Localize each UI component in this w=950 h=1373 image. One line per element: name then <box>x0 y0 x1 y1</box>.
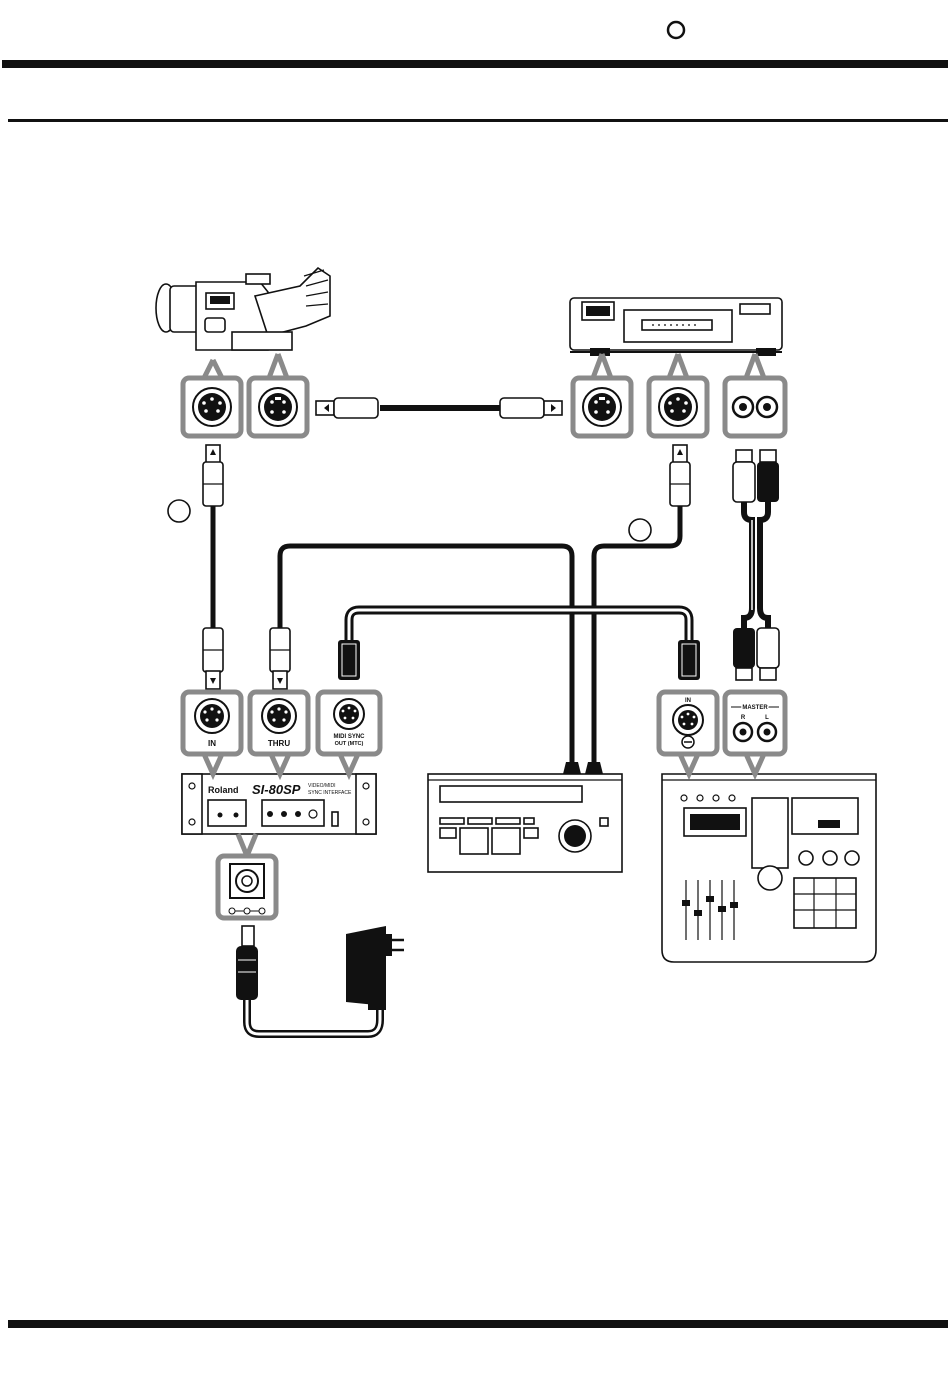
camera-svideo-port-callout <box>249 354 307 436</box>
vcr-deck-icon <box>570 298 782 356</box>
header-circle-marker <box>668 22 684 38</box>
midi-cable-camera-to-in <box>203 445 223 689</box>
si80-in-label: IN <box>208 739 216 748</box>
camera-midi-port-callout <box>183 360 241 436</box>
vcr-svideo-port-callout <box>573 354 631 436</box>
recorder-in-port-callout <box>659 692 717 774</box>
si80sp-model: SI-80SP <box>252 782 301 797</box>
recorder-in-label: IN <box>685 698 691 704</box>
master-l-label: L <box>765 715 769 721</box>
digital-recorder-icon <box>662 774 876 962</box>
si80-thru-label: THRU <box>268 739 290 748</box>
midi-cable-sync-to-recorder <box>338 610 700 680</box>
si80-midi-sync-label: MIDI SYNC <box>333 734 365 740</box>
video-editor-icon <box>428 774 622 872</box>
si80sp-brand: Roland <box>208 785 239 795</box>
vcr-audio-port-callout <box>725 354 785 436</box>
video-camera-icon <box>156 268 330 350</box>
vcr-midi-port-callout <box>649 354 707 436</box>
ac-adaptor-icon <box>346 926 404 1010</box>
si80-out-mtc-label: OUT (MTC) <box>335 741 364 747</box>
rca-audio-cable <box>733 450 779 680</box>
si80-midi-sync-port-callout <box>318 692 380 774</box>
recorder-master-label: MASTER <box>742 705 768 711</box>
si80sp-subtitle-1: VIDEO/MIDI <box>308 783 336 789</box>
si80-thru-port-callout <box>250 692 308 774</box>
master-r-label: R <box>741 715 746 721</box>
si80-dc-in-port-callout <box>218 834 276 918</box>
s-video-cable <box>316 398 562 418</box>
callout-circle-right <box>629 519 651 541</box>
si80sp-subtitle-2: SYNC INTERFACE <box>308 790 352 796</box>
si80-in-port-callout <box>183 692 241 774</box>
callout-circle-left <box>168 500 190 522</box>
